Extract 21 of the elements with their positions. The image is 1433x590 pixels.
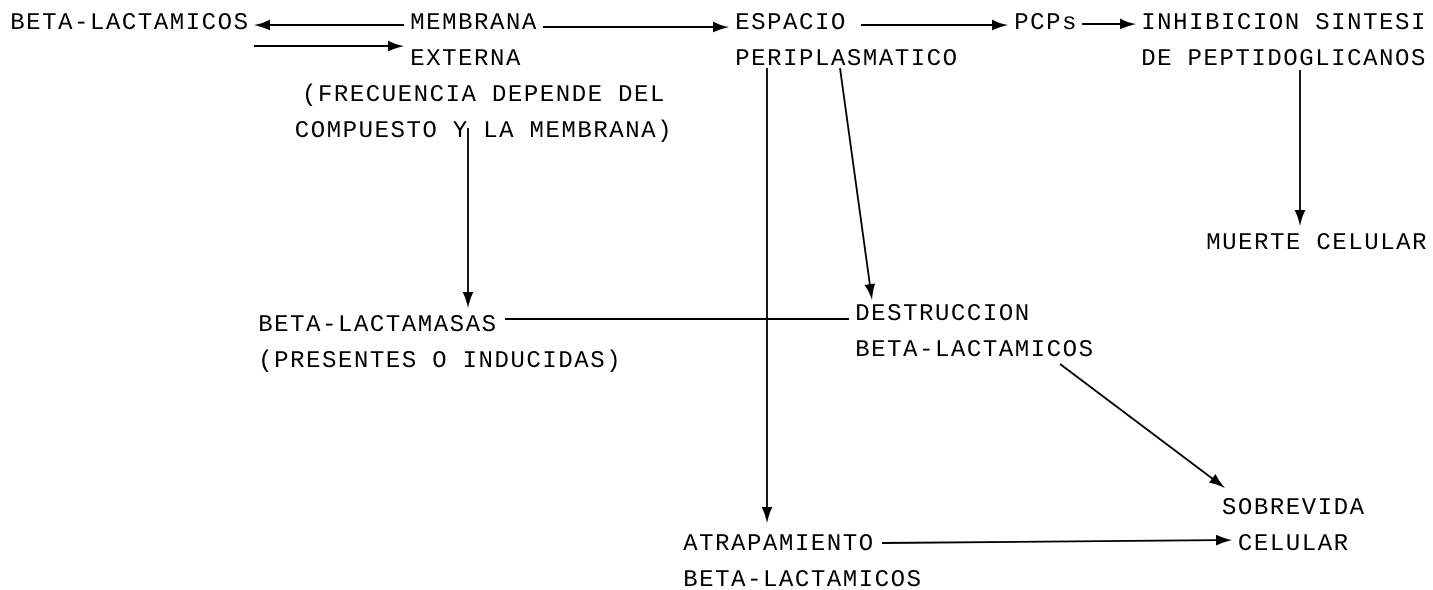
step-label: BETA-LACTAMASAS (PRESENTES O INDUCIDAS) <box>260 314 617 372</box>
arrow <box>762 67 772 520</box>
step-label: PCPs <box>1016 12 1075 30</box>
step-label: BETA-LACTAMICOS <box>12 12 247 30</box>
arrow <box>839 67 875 297</box>
step-label: DESTRUCCION BETA-LACTAMICOS <box>857 303 1092 357</box>
arrow <box>542 22 726 32</box>
step-label: ESPACIO PERIPLASMATICO <box>737 12 956 66</box>
step-label: SOBREVIDA CELULAR <box>1222 497 1364 551</box>
step-label: ATRAPAMIENTO BETA-LACTAMICOS <box>683 533 920 587</box>
step-label: INHIBICION SINTESI DE PEPTIDOGLICANOS <box>1143 12 1425 66</box>
arrow <box>463 127 473 305</box>
arrow <box>1059 363 1223 487</box>
arrow <box>253 41 401 51</box>
arrow <box>1081 19 1133 29</box>
step-label: MEMBRANA EXTERNA (FRECUENCIA DEPENDE DEL COMPUESTO Y LA MEMBRANA) <box>296 13 668 142</box>
step-label: MUERTE CELULAR <box>1207 232 1426 250</box>
arrow <box>1295 69 1305 223</box>
arrow <box>257 20 405 30</box>
arrow <box>860 20 1005 30</box>
arrow <box>881 535 1229 546</box>
